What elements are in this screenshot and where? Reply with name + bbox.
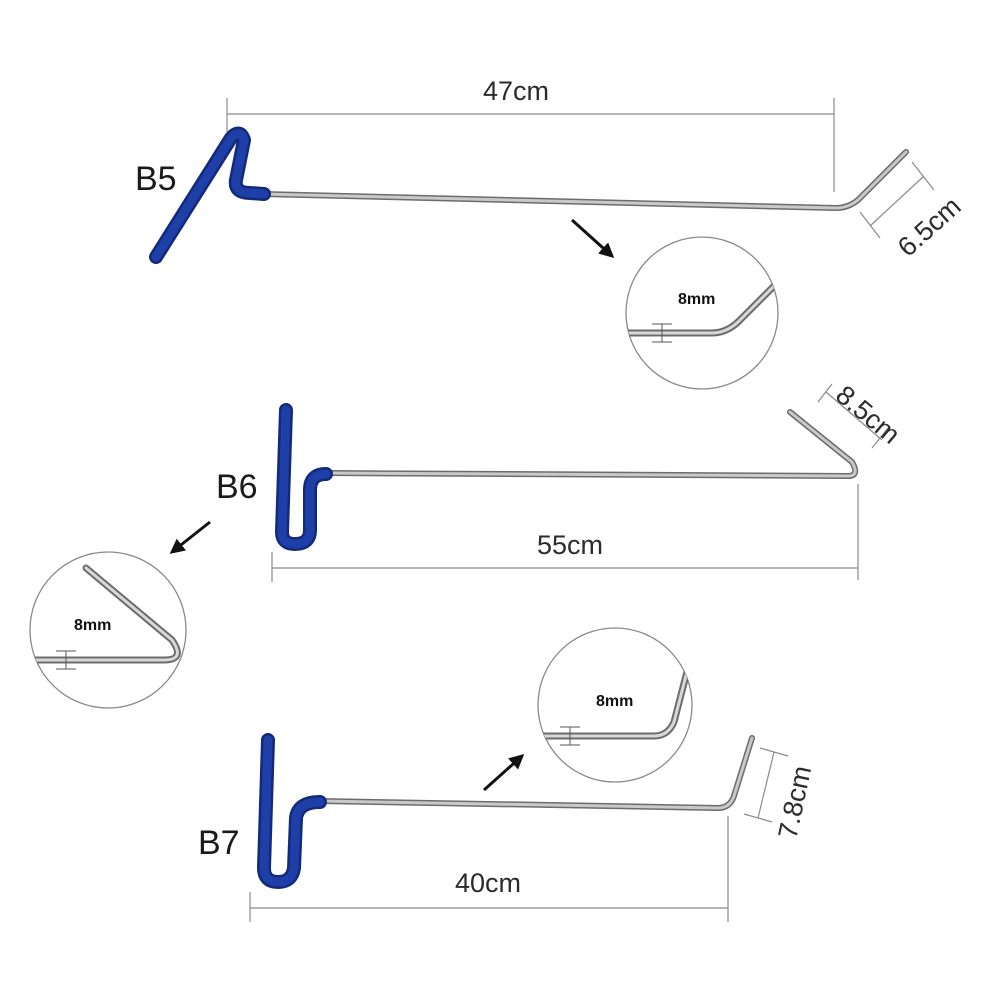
b6-detail-label: 8mm [74,617,111,634]
b7-detail-zoom: 8mm [537,627,693,783]
b6-length-label: 55cm [537,530,603,560]
b6-rod [323,409,859,479]
b7-handle [257,733,327,889]
tool-b5: 47cm B5 6.5cm [135,76,967,390]
b7-detail-label: 8mm [596,693,633,710]
tool-b6: B6 8.5cm 55cm 8mm [29,380,906,709]
b6-detail-zoom: 8mm [29,551,187,709]
b6-label: B6 [216,468,258,506]
b5-handle [149,126,271,264]
b5-length-label: 47cm [483,76,549,106]
b5-bend-label: 6.5cm [892,191,967,262]
b7-bend-label: 7.8cm [773,763,818,841]
b5-label: B5 [135,160,177,198]
b7-bend-dimension: 7.8cm [743,747,818,841]
b7-length-dimension: 40cm [249,816,729,922]
b5-detail-label: 8mm [678,291,715,308]
b5-rod [259,149,909,211]
b6-length-dimension: 55cm [271,484,859,582]
b6-bend-label: 8.5cm [830,380,906,450]
b6-bend-dimension: 8.5cm [817,380,906,450]
b7-length-label: 40cm [455,868,521,898]
arrow-icon [169,520,211,554]
b5-bend-dimension: 6.5cm [859,161,967,262]
arrow-icon [482,753,525,792]
b7-rod [317,735,755,811]
b7-label: B7 [198,824,240,862]
arrow-icon [570,218,615,259]
b5-detail-zoom: 8mm [625,236,779,390]
tool-b7: B7 7.8cm 40cm 8mm [198,627,818,922]
b5-length-dimension: 47cm [226,76,835,192]
b6-handle [275,403,333,551]
